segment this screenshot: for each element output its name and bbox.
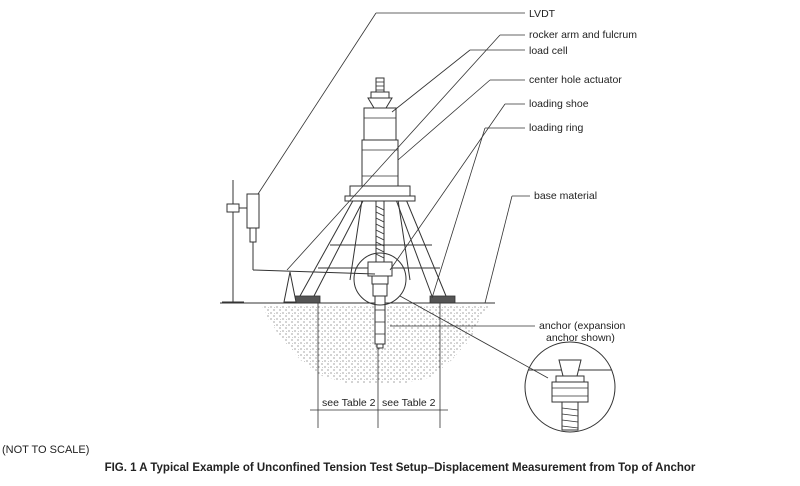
leader-lines	[257, 12, 535, 327]
rocker-arm	[252, 269, 376, 275]
detail-circle	[524, 341, 616, 433]
threaded-rod	[375, 201, 385, 262]
detail-marker-circle	[353, 252, 407, 306]
label-actuator: center hole actuator	[529, 74, 622, 86]
frame-foot-right	[429, 295, 456, 304]
lvdt-stand	[222, 180, 248, 303]
scale-note: (NOT TO SCALE)	[2, 444, 90, 456]
detail-view	[528, 359, 612, 431]
dimension-label-right: see Table 2	[382, 397, 436, 409]
load-cell	[363, 107, 397, 141]
center-hole-actuator	[361, 139, 399, 187]
detail-leader	[399, 295, 549, 379]
label-anchor-2: anchor shown)	[546, 332, 615, 344]
reaction-frame	[299, 196, 447, 297]
top-nut	[367, 97, 393, 109]
label-load-cell: load cell	[529, 45, 568, 57]
dimension-label-left: see Table 2	[322, 397, 376, 409]
top-washer	[370, 91, 390, 99]
label-lvdt: LVDT	[529, 8, 556, 20]
label-rocker-arm: rocker arm and fulcrum	[529, 29, 637, 41]
loading-plate-base	[344, 195, 416, 202]
label-loading-shoe: loading shoe	[529, 98, 589, 110]
threaded-rod-top	[375, 77, 385, 93]
label-loading-ring: loading ring	[529, 122, 583, 134]
base-material-fill	[262, 306, 490, 384]
anchor	[372, 283, 388, 349]
figure-caption: FIG. 1 A Typical Example of Unconfined T…	[104, 462, 696, 474]
label-anchor-1: anchor (expansion	[539, 320, 626, 332]
fulcrum	[283, 271, 297, 303]
label-base-material: base material	[534, 190, 597, 202]
frame-foot-left	[294, 295, 321, 304]
test-setup-diagram: LVDT rocker arm and fulcrum load cell ce…	[220, 8, 637, 433]
lvdt	[246, 193, 260, 270]
